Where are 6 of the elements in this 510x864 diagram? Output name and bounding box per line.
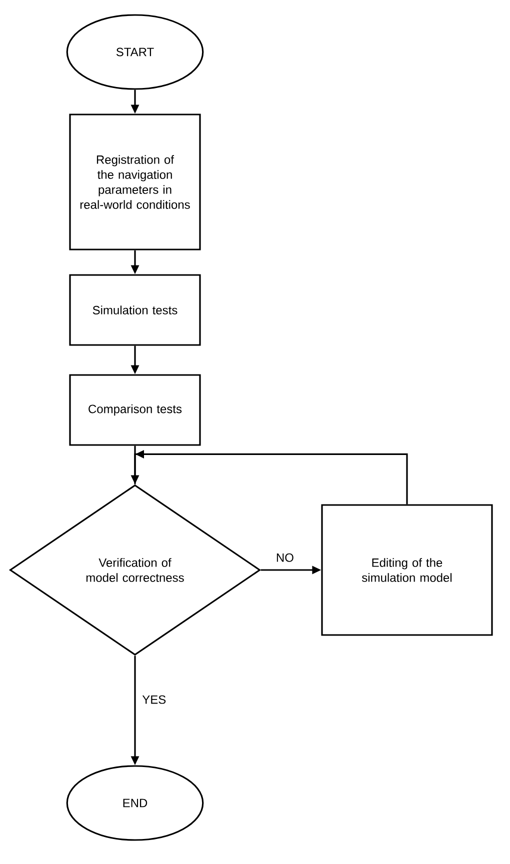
edge-label: NO: [276, 553, 294, 562]
process-box: Simulation tests: [69, 274, 201, 346]
process-box: Editing of the simulation model: [321, 504, 493, 636]
edge-label: YES: [142, 695, 166, 704]
process-box: Comparison tests: [69, 374, 201, 446]
process-box: Registration of the navigation parameters in real-world conditions: [69, 114, 201, 250]
